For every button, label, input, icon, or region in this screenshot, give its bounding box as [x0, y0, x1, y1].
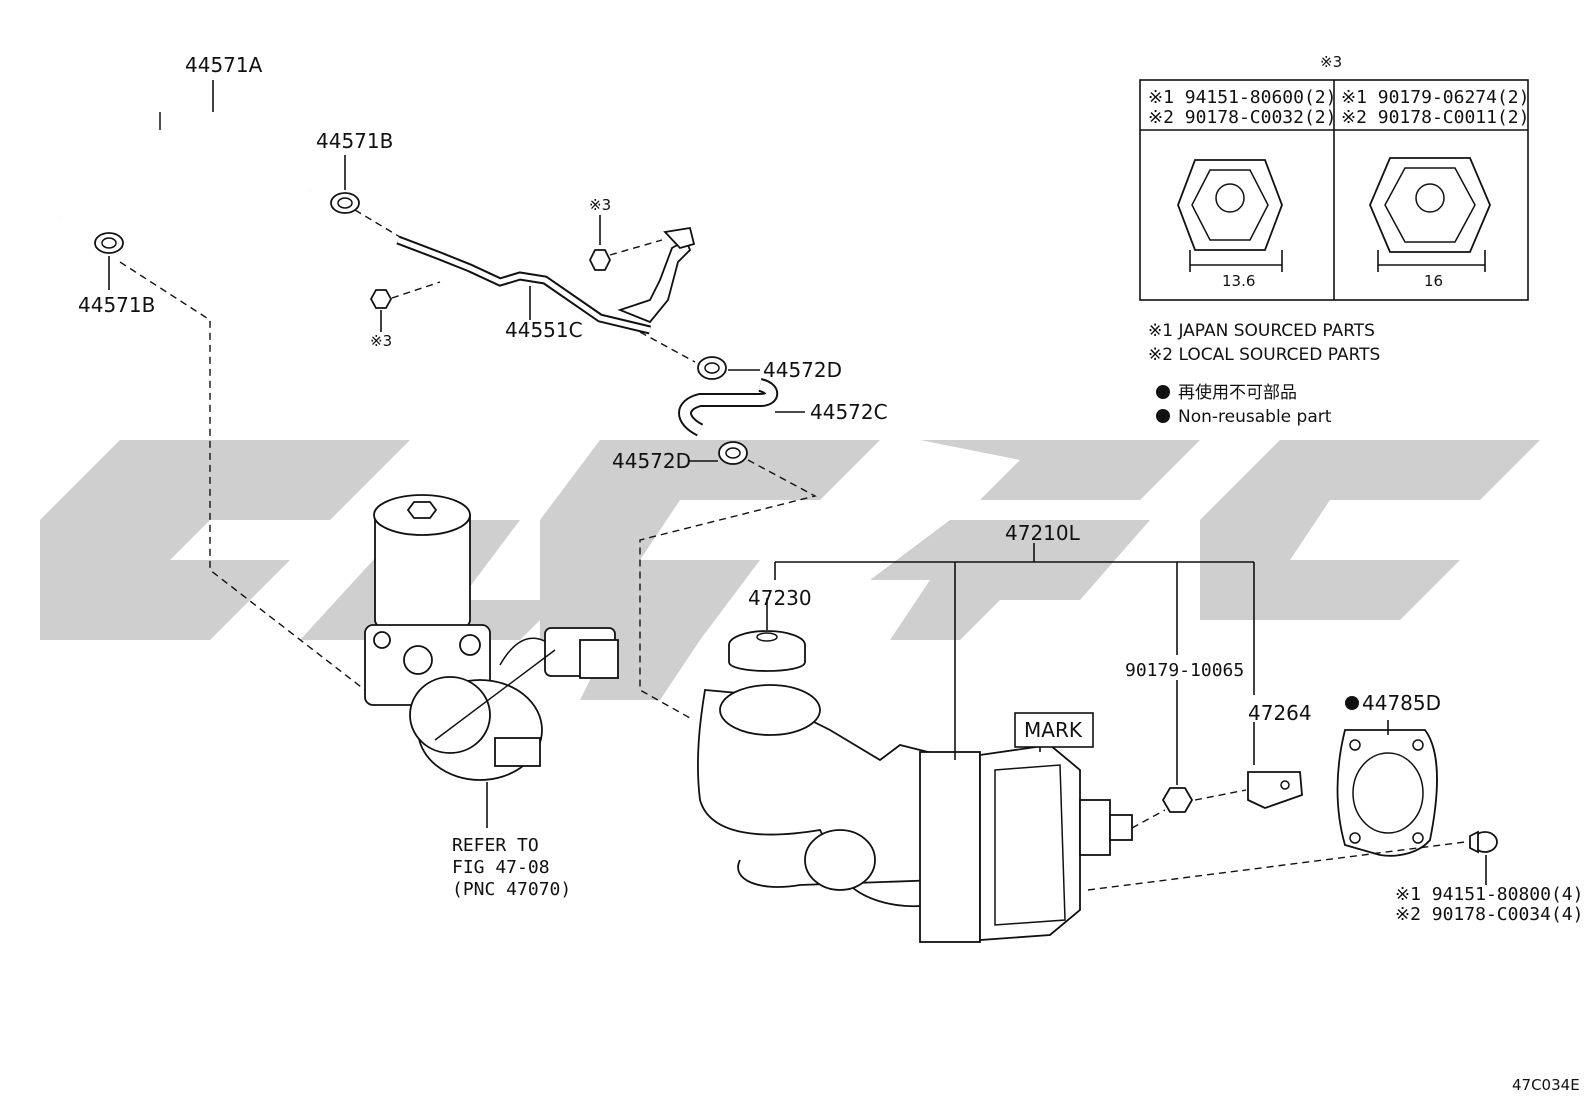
pump-motor-assembly — [364, 494, 619, 781]
label-47230: 47230 — [748, 586, 812, 610]
label-44571a: 44571A — [185, 53, 263, 77]
label-90179-10065: 90179-10065 — [1125, 660, 1244, 681]
spec-table-title: ※3 — [1320, 53, 1342, 71]
gasket-44785d — [1336, 729, 1438, 857]
spec-right-line1: ※1 90179-06274(2) — [1341, 87, 1529, 108]
label-44785d: 44785D — [1362, 691, 1441, 715]
clamp-44572d-top — [697, 356, 727, 380]
clamp-44572d-bottom — [718, 441, 748, 465]
legend-dot-jp — [1156, 385, 1170, 399]
watermark-logo — [40, 440, 1540, 700]
label-44571b-top: 44571B — [316, 129, 393, 153]
nonreusable-dot-44785d — [1345, 696, 1359, 710]
clamp-44571b-top — [330, 192, 360, 214]
legend-japan: ※1 JAPAN SOURCED PARTS — [1148, 321, 1375, 341]
spec-left-line1: ※1 94151-80600(2) — [1148, 87, 1336, 108]
spec-left-line2: ※2 90178-C0032(2) — [1148, 107, 1336, 128]
legend-dot-en — [1156, 409, 1170, 423]
label-refer-fig: FIG 47-08 — [452, 857, 550, 878]
label-ref3-top: ※3 — [589, 196, 611, 214]
legend-nonreuse-jp: 再使用不可部品 — [1178, 382, 1297, 403]
label-refer-pnc: (PNC 47070) — [452, 879, 571, 900]
nut-ref3-top — [588, 249, 612, 271]
label-44572d-top: 44572D — [763, 358, 842, 382]
label-bolt-note-1: ※1 94151-80800(4) — [1395, 884, 1583, 905]
pipe-44551c — [396, 226, 696, 335]
legend-nonreuse-en: Non-reusable part — [1178, 407, 1332, 427]
spec-left-dimension: 13.6 — [1222, 272, 1255, 290]
label-ref3-left: ※3 — [370, 332, 392, 350]
label-bolt-note-2: ※2 90178-C0034(4) — [1395, 904, 1583, 925]
label-44571b-left: 44571B — [78, 293, 155, 317]
hose-44572c — [678, 378, 779, 437]
label-mark: MARK — [1024, 718, 1083, 742]
nut-90179-10065 — [1161, 787, 1194, 813]
mark-box — [1014, 712, 1094, 748]
brake-booster-assembly-47210l — [697, 684, 1133, 943]
bracket-47264 — [1247, 771, 1303, 809]
hose-44571a — [50, 111, 314, 221]
legend-local: ※2 LOCAL SOURCED PARTS — [1148, 345, 1380, 365]
label-47264: 47264 — [1248, 701, 1312, 725]
reservoir-cap-47230 — [728, 630, 806, 672]
figure-code: 47C034E — [1512, 1076, 1580, 1094]
label-44551c: 44551C — [505, 318, 583, 342]
spec-right-line2: ※2 90178-C0011(2) — [1341, 107, 1529, 128]
nut-ref3-left — [369, 289, 393, 309]
bolt-booster — [1469, 830, 1498, 854]
label-47210l: 47210L — [1005, 521, 1081, 545]
label-44572c: 44572C — [810, 400, 888, 424]
label-refer-to: REFER TO — [452, 835, 539, 856]
spec-table — [1139, 79, 1529, 301]
clamp-44571b-left — [94, 232, 124, 254]
spec-right-dimension: 16 — [1424, 272, 1443, 290]
label-44572d-bottom: 44572D — [612, 449, 691, 473]
